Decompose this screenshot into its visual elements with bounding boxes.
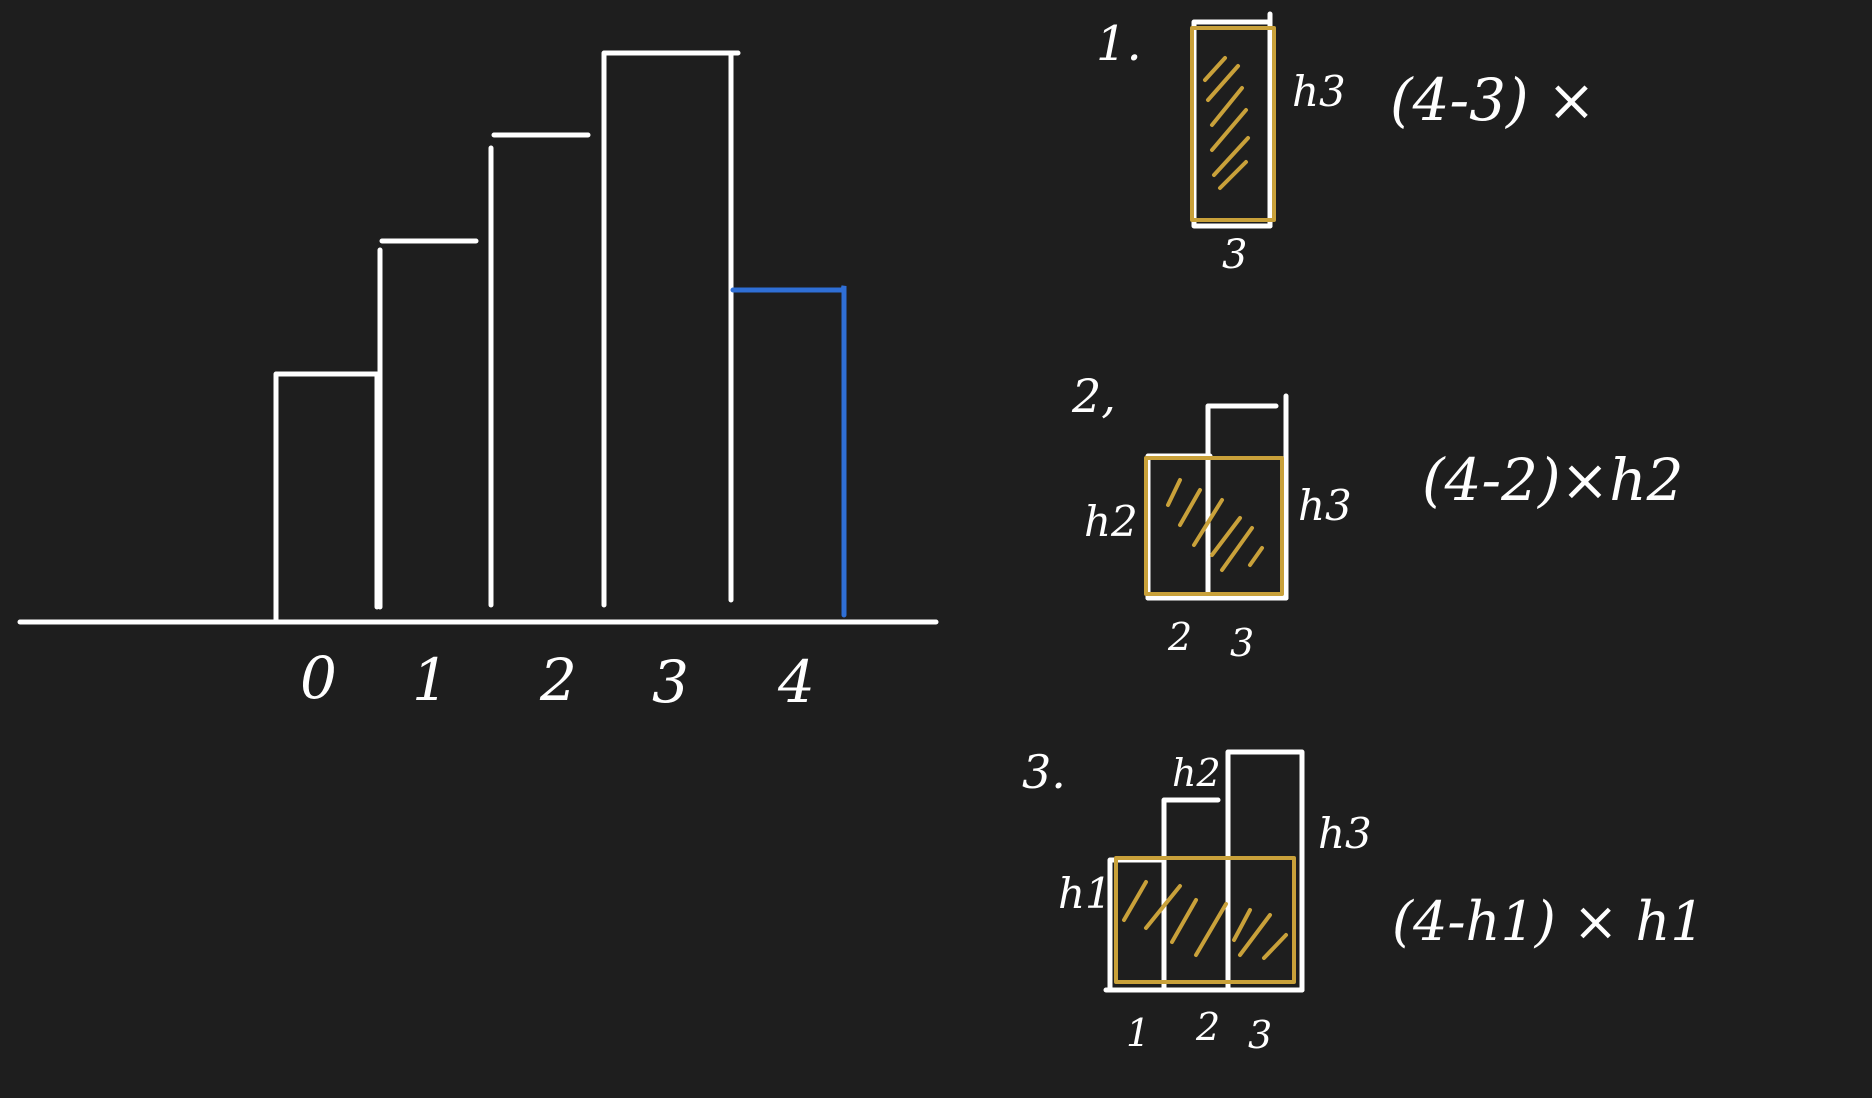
step-2-formula: (4-2)×h2	[1422, 446, 1684, 514]
step-3-index-label-1: 1	[1126, 1011, 1150, 1055]
step-1-index-label-3: 3	[1222, 232, 1247, 278]
step-2-bar-h3	[1205, 403, 1279, 601]
step-1-height-label-h3: h3	[1292, 67, 1346, 116]
index-label-2: 2	[539, 646, 577, 714]
step-3-height-label-h1: h1	[1058, 869, 1112, 918]
step-2-index-label-3: 3	[1230, 621, 1254, 665]
step-2-height-label-h3: h3	[1298, 481, 1352, 530]
step-2-bar-h2	[1145, 453, 1213, 601]
step-3-number: 3.	[1022, 745, 1066, 799]
step-2-height-label-h2: h2	[1084, 497, 1138, 546]
step-1-hatching	[1203, 56, 1250, 190]
main-histogram: 0 1 2 3 4	[17, 50, 939, 716]
index-label-0: 0	[300, 644, 337, 712]
step-3-bar-h3	[1225, 749, 1305, 993]
step-1-highlight-box	[1190, 26, 1276, 222]
step-1-formula: (4-3) ×	[1390, 66, 1596, 134]
step-3-hatching	[1122, 880, 1288, 960]
step-3-bar-h2	[1161, 797, 1221, 993]
bar-4	[730, 285, 847, 618]
step-3-highlight-box	[1114, 856, 1296, 984]
step-1-number: 1.	[1096, 16, 1142, 72]
index-label-3: 3	[652, 648, 689, 716]
step-2-index-label-2: 2	[1167, 615, 1192, 659]
step-2-hatching	[1166, 478, 1264, 572]
bar-0	[273, 371, 380, 625]
step-2: 2, h2 h3 2 3 (4-2)×h2	[1071, 369, 1684, 665]
step-2-highlight-box	[1144, 456, 1284, 596]
step-1: 1. h3 3 (4-3) ×	[1096, 11, 1596, 278]
bar-3	[601, 50, 741, 608]
step-3: 3. h1 h2 h3 1 2 3 (4-h1) × h1	[1022, 745, 1705, 1057]
step-3-index-label-2: 2	[1195, 1005, 1220, 1049]
step-3-index-label-3: 3	[1248, 1013, 1272, 1057]
index-label-4: 4	[777, 648, 815, 716]
step-3-height-label-h3: h3	[1318, 809, 1372, 858]
step-3-height-label-h2: h2	[1172, 751, 1221, 795]
step-2-number: 2,	[1071, 369, 1116, 423]
step-3-formula: (4-h1) × h1	[1392, 890, 1705, 953]
index-label-1: 1	[412, 646, 449, 714]
